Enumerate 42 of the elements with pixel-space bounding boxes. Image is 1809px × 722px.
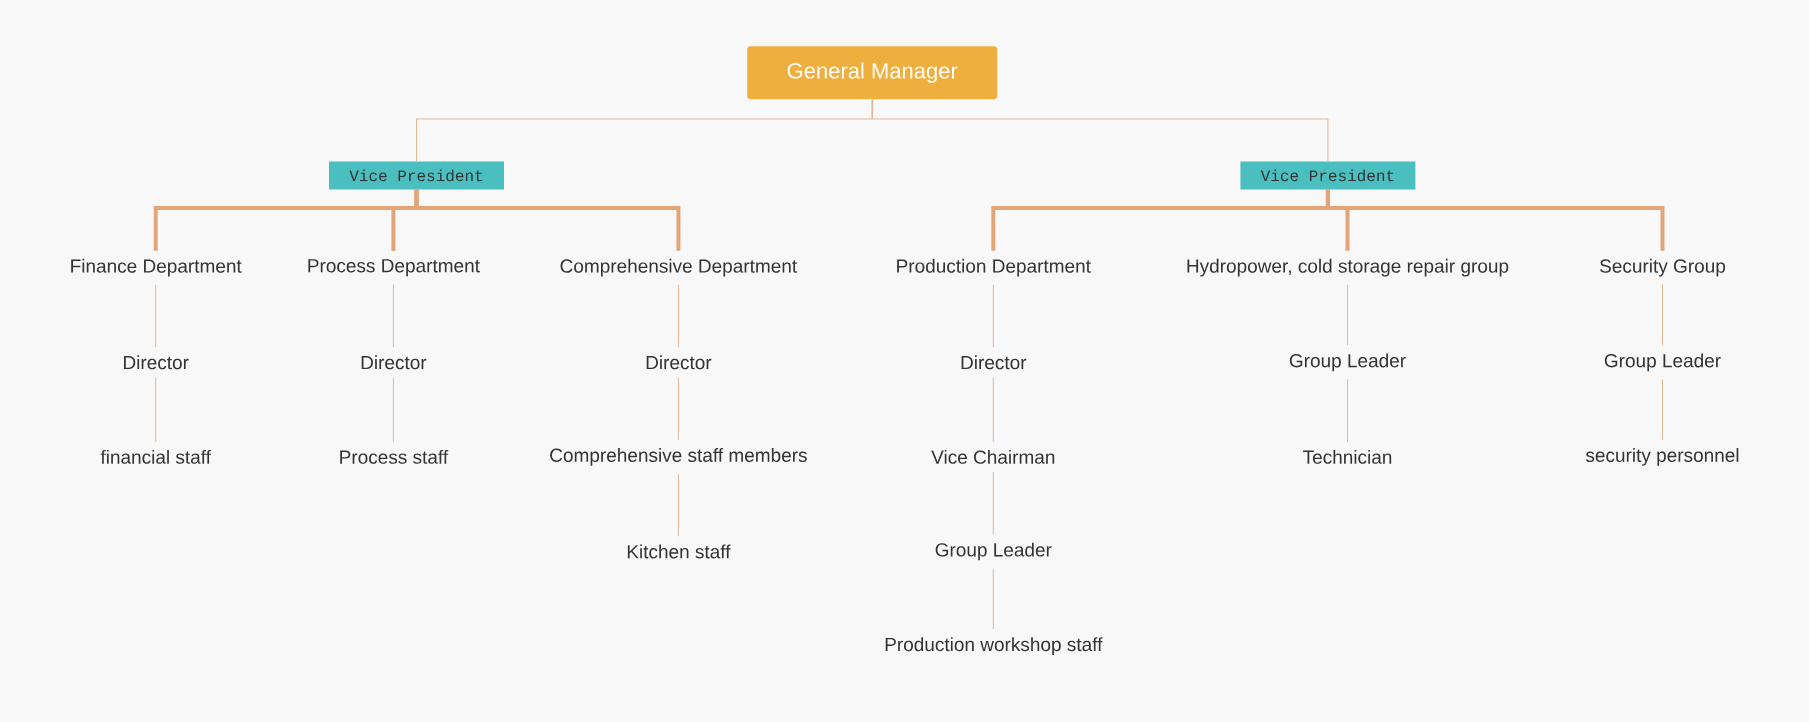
node-label: Director — [124, 355, 189, 370]
node-label: Production Department — [897, 258, 1091, 277]
node-label: Director — [646, 355, 712, 370]
node-label: Hydropower, cold storage repair group — [1187, 258, 1509, 277]
node-label: security personnel — [1585, 448, 1739, 466]
connector-line — [1347, 284, 1348, 346]
title-box: Vice President — [1240, 161, 1416, 190]
connector-line — [393, 377, 394, 443]
connector-line — [155, 377, 157, 443]
connector-line — [992, 284, 994, 348]
node-label: Group Leader — [1289, 353, 1406, 372]
node-label: Director — [961, 355, 1027, 370]
connector-line — [992, 568, 994, 630]
node-label: Production workshop staff — [885, 637, 1103, 655]
node-label: Security Group — [1600, 258, 1726, 277]
node-label: financial staff — [100, 449, 211, 464]
node-label: Technician — [1303, 449, 1392, 464]
connector-line — [871, 99, 1329, 162]
connector-line — [678, 473, 679, 537]
connector-line — [678, 284, 679, 348]
connector-line — [1347, 378, 1348, 443]
connector-line — [393, 284, 394, 348]
connector-line — [155, 284, 157, 348]
connector-line — [414, 189, 681, 251]
node-label: Kitchen staff — [627, 544, 731, 559]
connector-line — [992, 471, 994, 535]
connector-line — [1325, 189, 1665, 251]
title-box: Vice President — [329, 161, 504, 190]
connector-line — [1662, 378, 1663, 441]
node-label: Finance Department — [71, 258, 242, 277]
node-label: Group Leader — [1604, 353, 1721, 372]
node-label: Process staff — [340, 449, 449, 464]
connector-line — [992, 377, 994, 443]
node-label: Vice Chairman — [931, 449, 1055, 464]
connector-line — [678, 377, 679, 441]
node-label: Comprehensive staff members — [550, 448, 807, 466]
manager-box: General Manager — [747, 46, 998, 100]
node-label: Process Department — [308, 259, 480, 277]
connector-line — [1662, 284, 1663, 346]
node-label: Comprehensive Department — [560, 258, 797, 277]
node-label: Group Leader — [935, 542, 1052, 561]
node-label: Director — [361, 355, 427, 370]
